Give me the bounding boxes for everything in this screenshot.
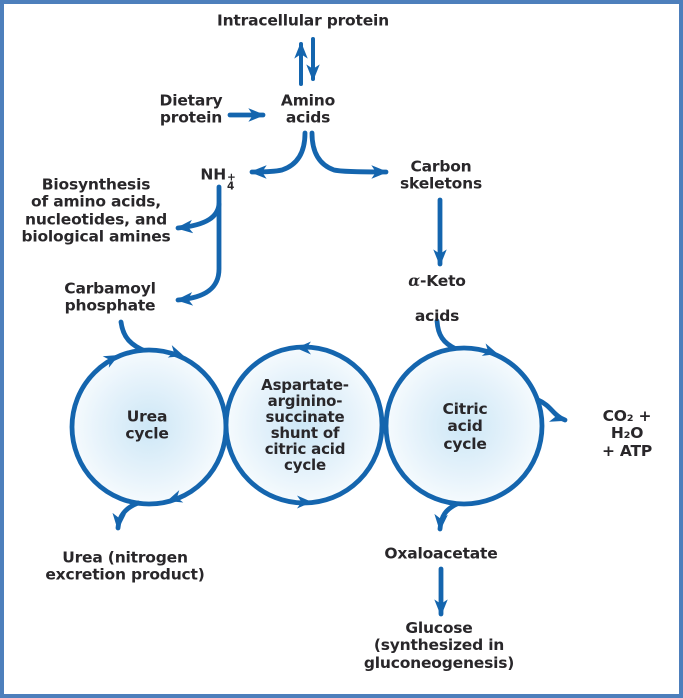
label-intracellular-protein: Intracellular protein xyxy=(217,11,389,30)
shunt-arrowhead xyxy=(296,341,311,355)
urea-cycle-arrowhead xyxy=(167,490,184,503)
label-urea-cycle: Urea cycle xyxy=(125,407,169,443)
label-amino-acids: Amino acids xyxy=(280,91,336,127)
carbamoyl-to-urea-connector xyxy=(118,319,150,355)
ammonium-to-biosynthesis-arrow xyxy=(175,201,222,234)
arrows-layer xyxy=(69,37,568,617)
label-biosynthesis: Biosynthesis of amino acids, nucleotides… xyxy=(21,175,171,246)
urea-cycle-arrowhead xyxy=(167,345,184,358)
label-carbon-skeletons: Carbon skeletons xyxy=(400,157,482,193)
label-shunt: Aspartate- arginino- succinate shunt of … xyxy=(261,375,349,475)
label-urea-product: Urea (nitrogen excretion product) xyxy=(45,548,205,584)
acids-text: acids xyxy=(414,307,460,326)
amino-to-carbon-arrow xyxy=(309,130,389,179)
label-glucose: Glucose (synthesized in gluconeogenesis) xyxy=(363,618,515,672)
cycle-direction-arrowheads xyxy=(102,341,498,509)
reversible-arrow xyxy=(294,37,320,86)
urea-exit-arrow xyxy=(112,500,141,531)
label-citric-acid-cycle: Citric acid cycle xyxy=(442,399,488,453)
ammonium-to-carbamoyl-arrow xyxy=(175,184,222,306)
label-co2-atp: CO₂ + H₂O + ATP xyxy=(601,406,653,460)
urea-cycle-arrowhead xyxy=(102,355,119,368)
label-ammonium: NH+4 xyxy=(200,149,236,193)
ammonium-charge: + xyxy=(226,171,236,184)
keto-text: -Keto xyxy=(419,272,466,291)
citric-to-oxaloacetate-arrow xyxy=(434,501,460,532)
label-oxaloacetate: Oxaloacetate xyxy=(384,544,498,563)
alpha-symbol: α xyxy=(408,271,420,291)
citric-cycle-circle xyxy=(383,345,545,507)
label-alpha-keto-acids: α-Keto acids xyxy=(408,255,466,343)
citric-to-co2-arrow xyxy=(535,397,568,423)
shunt-arrowhead xyxy=(297,495,312,509)
ammonium-count: 4 xyxy=(226,180,235,193)
label-dietary-protein: Dietary protein xyxy=(159,91,223,127)
citric-cycle-arrowhead xyxy=(481,343,498,356)
amino-to-ammonium-arrow xyxy=(249,130,308,179)
ammonium-base: NH xyxy=(200,165,226,184)
label-carbamoyl-phosphate: Carbamoyl phosphate xyxy=(64,279,156,315)
